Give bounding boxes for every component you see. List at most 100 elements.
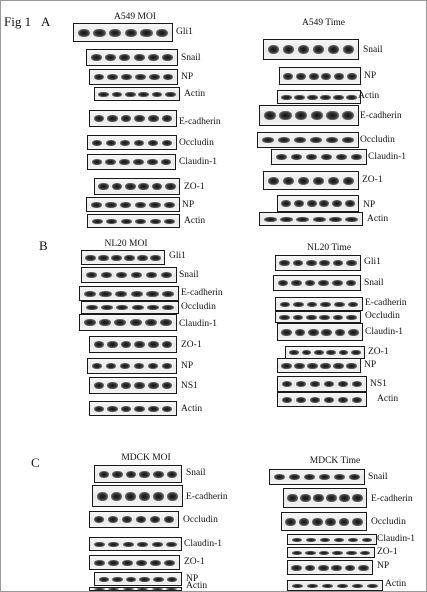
blot-band bbox=[93, 382, 105, 389]
blot-band bbox=[137, 541, 149, 547]
blot-band bbox=[293, 301, 304, 307]
blot-band bbox=[93, 341, 105, 348]
blot-band bbox=[124, 491, 136, 501]
figure-title: Fig 1 bbox=[4, 14, 32, 29]
panel-a-right-header: A549 Time bbox=[301, 18, 346, 28]
blot-band bbox=[307, 362, 318, 369]
blot-band bbox=[323, 381, 335, 387]
blot-band bbox=[99, 290, 112, 297]
blot-band bbox=[91, 363, 103, 369]
blot-band bbox=[306, 301, 318, 307]
blot-band bbox=[133, 139, 145, 146]
blot-band bbox=[150, 254, 161, 261]
blot-band bbox=[291, 550, 303, 555]
blot-band bbox=[163, 516, 175, 523]
blot-band bbox=[279, 301, 291, 307]
blot-band bbox=[105, 139, 117, 146]
label-b-left-snail: Snail bbox=[179, 270, 199, 280]
blot-band bbox=[138, 183, 149, 190]
blot-band bbox=[291, 280, 302, 286]
blot-a-right-actin-2 bbox=[259, 212, 363, 226]
blot-band bbox=[334, 72, 344, 80]
blot-b-left-e-cadherin bbox=[79, 286, 179, 301]
blot-band bbox=[303, 474, 316, 480]
blot-band bbox=[165, 91, 176, 97]
blot-band bbox=[130, 272, 143, 278]
blot-band bbox=[163, 201, 176, 208]
blot-band bbox=[133, 54, 145, 61]
blot-band bbox=[297, 176, 310, 185]
blot-band bbox=[139, 576, 151, 582]
blot-band bbox=[327, 176, 340, 185]
blot-band bbox=[105, 201, 117, 208]
panel-b-left-header: NL20 MOI bbox=[104, 239, 148, 249]
blot-band bbox=[310, 111, 323, 120]
blot-band bbox=[337, 381, 349, 387]
blot-band bbox=[166, 541, 178, 547]
blot-band bbox=[121, 559, 133, 566]
label-a-left-np: NP bbox=[181, 72, 194, 82]
blot-band bbox=[326, 111, 339, 120]
blot-band bbox=[261, 137, 275, 143]
blot-b-right-actin bbox=[277, 392, 367, 407]
blot-band bbox=[149, 516, 161, 523]
blot-band bbox=[308, 72, 319, 80]
blot-band bbox=[279, 314, 290, 320]
blot-band bbox=[263, 216, 277, 222]
blot-band bbox=[83, 290, 96, 297]
blot-b-left-ns1 bbox=[89, 377, 177, 394]
label-c-left-actin: Actin bbox=[186, 581, 208, 591]
blot-band bbox=[332, 280, 343, 286]
blot-band bbox=[122, 588, 134, 590]
blot-a-left-np bbox=[89, 69, 178, 85]
blot-b-left-np bbox=[87, 358, 177, 374]
blot-band bbox=[148, 74, 160, 80]
blot-band bbox=[352, 517, 363, 526]
blot-a-left-actin-2 bbox=[87, 214, 180, 228]
blot-band bbox=[321, 328, 332, 336]
blot-band bbox=[333, 537, 345, 542]
blot-b-left-occludin bbox=[81, 301, 179, 314]
blot-band bbox=[112, 576, 123, 582]
blot-band bbox=[151, 91, 163, 97]
blot-band bbox=[309, 396, 321, 403]
label-b-right-zo-1: ZO-1 bbox=[368, 347, 389, 357]
blot-band bbox=[160, 159, 172, 165]
blot-band bbox=[115, 290, 128, 297]
blot-band bbox=[147, 139, 159, 146]
blot-band bbox=[291, 583, 304, 588]
panel-c-left-header: MDCK MOI bbox=[121, 453, 171, 463]
blot-band bbox=[137, 254, 148, 261]
blot-band bbox=[341, 137, 355, 143]
blot-band bbox=[282, 45, 295, 54]
blot-band bbox=[282, 176, 295, 185]
blot-band bbox=[105, 159, 117, 165]
blot-band bbox=[93, 28, 106, 37]
blot-band bbox=[298, 517, 310, 526]
blot-band bbox=[148, 382, 159, 389]
blot-a-left-e-cadherin bbox=[89, 110, 177, 127]
blot-band bbox=[292, 314, 304, 320]
blot-c-left-occludin bbox=[89, 511, 179, 528]
panel-letter-c: C bbox=[31, 455, 40, 470]
blot-band bbox=[319, 260, 330, 266]
blot-band bbox=[320, 94, 331, 100]
blot-band bbox=[148, 405, 159, 412]
blot-band bbox=[107, 382, 118, 389]
blot-band bbox=[359, 550, 371, 555]
blot-band bbox=[134, 115, 146, 122]
label-b-left-gli1: Gli1 bbox=[169, 251, 186, 261]
blot-b-right-gli1 bbox=[275, 255, 361, 271]
blot-band bbox=[304, 280, 316, 286]
blot-a-right-np-2 bbox=[277, 195, 359, 212]
blot-band bbox=[122, 541, 134, 547]
blot-band bbox=[151, 588, 163, 590]
blot-band bbox=[301, 350, 312, 355]
blot-b-right-snail bbox=[273, 275, 361, 291]
blot-c-left-e-cadherin bbox=[92, 485, 183, 507]
blot-band bbox=[277, 137, 291, 143]
blot-b-left-actin bbox=[89, 401, 177, 416]
blot-c-left-np bbox=[94, 572, 182, 586]
blot-band bbox=[93, 559, 105, 566]
blot-band bbox=[281, 396, 293, 403]
